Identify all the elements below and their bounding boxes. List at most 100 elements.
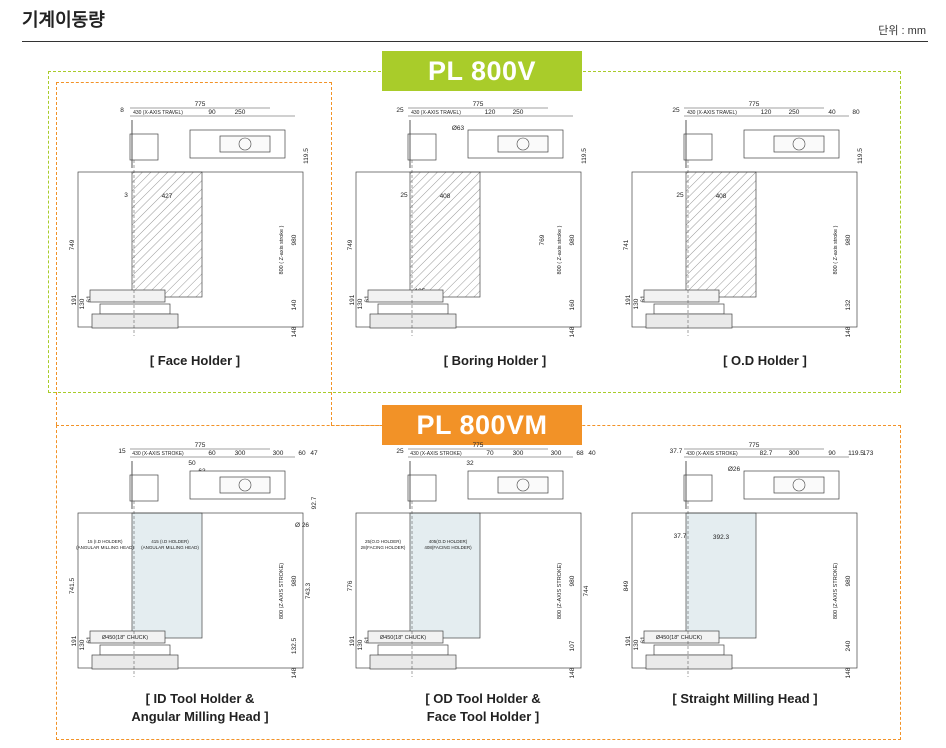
note-1: 25(O.D HOLDER) bbox=[365, 539, 402, 544]
dim-top-left: 25 bbox=[672, 107, 680, 114]
dim-low: 140 bbox=[291, 299, 298, 310]
dim-low: 132 bbox=[845, 299, 852, 310]
dim-top-1: 120 bbox=[761, 109, 772, 116]
dim-travel: 430 (X-AXIS TRAVEL) bbox=[687, 110, 737, 116]
spindle-flange bbox=[377, 644, 449, 656]
spindle-base bbox=[645, 313, 733, 329]
dim-top-6: 32 bbox=[466, 460, 474, 467]
dim-top-3: 90 bbox=[828, 450, 836, 457]
dim-base: 148 bbox=[845, 326, 852, 337]
caption-id-tool-holder: [ ID Tool Holder & Angular Milling Head … bbox=[95, 690, 305, 726]
dim-bl3: 61 bbox=[364, 295, 371, 303]
dim-top-left: 8 bbox=[120, 107, 124, 114]
dim-top-left: 25 bbox=[396, 448, 404, 455]
dim-top-5: 47 bbox=[310, 450, 318, 457]
dim-bl2: 130 bbox=[79, 639, 86, 650]
dim-full: 980 bbox=[845, 234, 852, 245]
dim-right-side: 119.5 bbox=[303, 148, 310, 164]
dim-top-2: 250 bbox=[235, 109, 246, 116]
dim-top-1: 60 bbox=[208, 450, 216, 457]
dim-right-side: 119.5 bbox=[581, 148, 588, 164]
dim-top-left: 25 bbox=[396, 107, 404, 114]
dim-total: 775 bbox=[473, 442, 484, 449]
dim-bl2: 130 bbox=[633, 298, 640, 309]
dim-height: 741.5 bbox=[69, 577, 76, 594]
work-area bbox=[409, 171, 481, 298]
dim-top-4: 60 bbox=[298, 450, 306, 457]
chuck bbox=[89, 630, 166, 644]
spindle-flange bbox=[653, 644, 725, 656]
dim-top-1: 70 bbox=[486, 450, 494, 457]
dim-height: 776 bbox=[347, 580, 354, 591]
dim-zstroke: 800 ( Z-axis stroke ) bbox=[557, 225, 563, 274]
work-area bbox=[131, 171, 203, 298]
dim-bl2: 130 bbox=[79, 298, 86, 309]
dim-top-1: 90 bbox=[208, 109, 216, 116]
dim-travel: 430 (X-AXIS STROKE) bbox=[410, 451, 462, 457]
tool-holder bbox=[129, 474, 159, 502]
machine-envelope bbox=[355, 512, 582, 669]
dim-zstroke: 800 (Z-AXIS STROKE) bbox=[557, 563, 563, 619]
dim-total: 775 bbox=[749, 101, 760, 108]
dim-top-1: 120 bbox=[485, 109, 496, 116]
dim-top-4: 68 bbox=[576, 450, 584, 457]
dim-bl3: 61 bbox=[640, 636, 647, 644]
caption-straight-milling-head: [ Straight Milling Head ] bbox=[640, 690, 850, 708]
note-2: (ANGULAR MILLING HEAD) bbox=[76, 545, 134, 550]
dim-dia: Ø26 bbox=[728, 466, 741, 473]
dim-base: 148 bbox=[569, 326, 576, 337]
dim-total: 775 bbox=[195, 442, 206, 449]
dim-zstroke: 800 ( Z-axis stroke ) bbox=[279, 225, 285, 274]
machine-envelope bbox=[77, 512, 304, 669]
chuck bbox=[643, 289, 720, 303]
dim-height-2: 743.3 bbox=[305, 582, 312, 599]
dim-full: 980 bbox=[291, 234, 298, 245]
caption-boring-holder: [ Boring Holder ] bbox=[390, 352, 600, 370]
dim-offset: 3 bbox=[124, 192, 128, 199]
dim-base: 148 bbox=[291, 326, 298, 337]
header-divider bbox=[22, 41, 928, 42]
page-title: 기계이동량 bbox=[22, 10, 105, 30]
dim-inner: 427 bbox=[162, 193, 173, 200]
dim-top-4: 80 bbox=[852, 109, 860, 116]
work-area bbox=[685, 171, 757, 298]
dim-low: 160 bbox=[569, 299, 576, 310]
dim-total: 775 bbox=[195, 101, 206, 108]
dim-inner: 392.3 bbox=[713, 534, 730, 541]
dim-bottom-left: 191 bbox=[349, 294, 356, 305]
dim-offset: 37.7 bbox=[674, 533, 687, 540]
dim-top-2: 250 bbox=[789, 109, 800, 116]
dim-full: 980 bbox=[569, 234, 576, 245]
dim-top-6: 50 bbox=[188, 460, 196, 467]
tool-holder bbox=[407, 133, 437, 161]
dim-travel: 430 (X-AXIS TRAVEL) bbox=[411, 110, 461, 116]
spindle-flange bbox=[99, 303, 171, 315]
dim-bl2: 130 bbox=[357, 639, 364, 650]
dim-full: 980 bbox=[845, 575, 852, 586]
caption-line: Face Tool Holder ] bbox=[426, 709, 540, 724]
dim-top-3: 40 bbox=[828, 109, 836, 116]
dim-travel: 430 (X-AXIS STROKE) bbox=[132, 451, 184, 457]
spindle-flange bbox=[377, 303, 449, 315]
dim-offset: 25 bbox=[676, 192, 684, 199]
dim-top-3: 300 bbox=[273, 450, 284, 457]
dim-chuck: Ø450(18" CHUCK) bbox=[380, 635, 426, 641]
dim-dia-26: Ø 26 bbox=[295, 522, 309, 529]
dim-height-2: 744 bbox=[583, 585, 590, 596]
machine-envelope bbox=[355, 171, 582, 328]
dim-top-3: 300 bbox=[551, 450, 562, 457]
face-holder-outline-join bbox=[331, 425, 383, 426]
caption-face-holder: [ Face Holder ] bbox=[90, 352, 300, 370]
tool-holder bbox=[683, 133, 713, 161]
dim-bottom-left: 191 bbox=[349, 635, 356, 646]
dim-bl3: 61 bbox=[86, 636, 93, 644]
dim-bl3: 61 bbox=[86, 295, 93, 303]
